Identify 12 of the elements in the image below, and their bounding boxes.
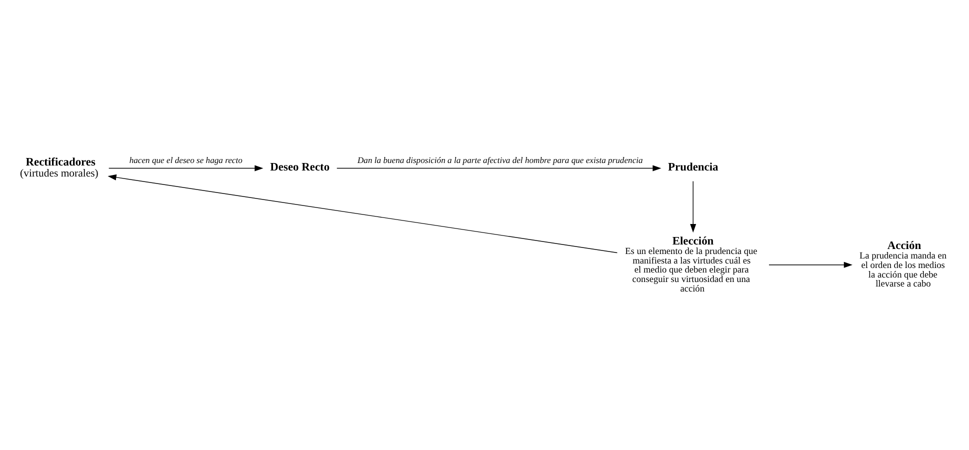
node-text: Acción La prudencia manda en el orden de los medios la acción que debe llevarse a cabo [859, 239, 946, 290]
arrow [108, 164, 264, 171]
node-text: Elección Es un elemento de la prudencia que manifiesta a las virtudes cuál es el medio que deben elegir para conseguir su virtuosidad en una acción [625, 234, 758, 294]
node-text: Deseo Recto [270, 160, 330, 173]
edge-label: Dan la buena disposición a la parte afectiva del hombre para que exista prudencia [357, 154, 643, 164]
arrow [336, 164, 662, 171]
edge-label: hacen que el deseo se haga recto [129, 154, 242, 164]
node-text: Rectificadores (virtudes morales) [20, 156, 98, 179]
node-text: Prudencia [668, 160, 718, 173]
arrow [768, 261, 852, 268]
arrow [108, 174, 618, 253]
arrow [690, 180, 696, 232]
